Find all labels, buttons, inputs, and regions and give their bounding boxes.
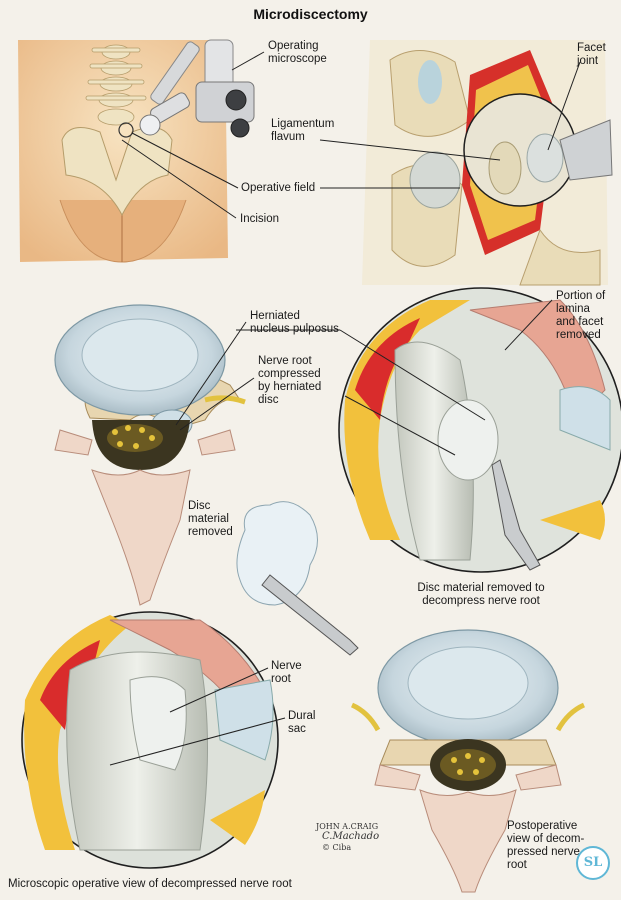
operative-field-marker xyxy=(118,122,134,138)
removed-disc-fragment xyxy=(236,501,359,656)
caption-microscopic-view: Microscopic operative view of decompress… xyxy=(8,878,292,890)
patient-back-view xyxy=(18,39,255,263)
label-operative-field: Operative field xyxy=(241,182,316,194)
magnified-decompression-view xyxy=(338,287,621,573)
label-facet-joint: Facet joint xyxy=(577,42,606,67)
label-disc-material-removed: Disc material removed xyxy=(188,500,233,538)
label-incision: Incision xyxy=(240,213,279,225)
label-leader-lines xyxy=(109,51,581,766)
sl-logo-badge: SL xyxy=(576,846,610,880)
label-herniated-nucleus-pulposus: Herniated nucleus pulposus xyxy=(250,310,339,335)
laminotomy-view xyxy=(362,40,613,286)
label-dural-sac: Dural sac xyxy=(288,710,316,735)
label-nerve-root-compressed: Nerve root compressed by herniated disc xyxy=(258,355,322,406)
label-ligamentum-flavum: Ligamentum flavum xyxy=(271,118,335,143)
label-operating-microscope: Operating microscope xyxy=(268,40,327,65)
label-nerve-root: Nerve root xyxy=(271,660,302,685)
caption-postoperative-view: Postoperative view of decom- pressed ner… xyxy=(507,820,585,871)
artist-signature: JOHN A.CRAIG C.Machado © Ciba xyxy=(316,822,380,852)
caption-disc-removed-to-decompress: Disc material removed to decompress nerv… xyxy=(417,582,545,607)
label-portion-removed: Portion of lamina and facet removed xyxy=(556,290,606,341)
postoperative-axial-vertebra xyxy=(350,629,586,893)
vertebral-column xyxy=(85,44,147,126)
axial-vertebra-herniated xyxy=(54,304,246,606)
operating-microscope-drawing xyxy=(139,39,255,138)
microscopic-view-circle xyxy=(21,611,279,869)
sacrum xyxy=(61,127,173,217)
page-title: Microdiscectomy xyxy=(253,6,368,22)
